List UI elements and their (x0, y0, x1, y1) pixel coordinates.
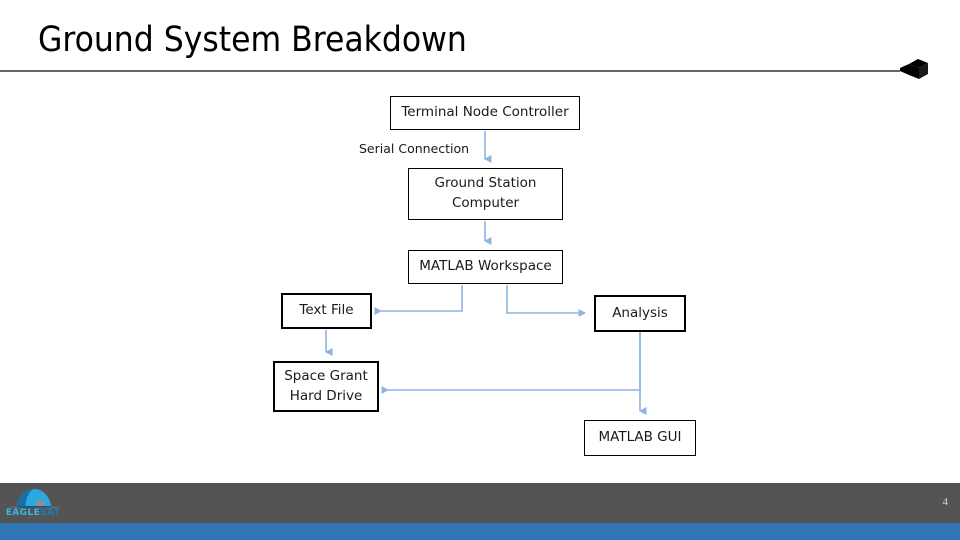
node-matlab-gui[interactable]: MATLAB GUI (584, 420, 696, 456)
node-label: Text File (299, 302, 354, 319)
diagram-connectors (325, 131, 647, 415)
node-label-line2: Hard Drive (289, 387, 363, 404)
node-label-line1: Ground Station (434, 175, 537, 192)
node-label-line2: Computer (451, 195, 520, 211)
node-matlab-workspace[interactable]: MATLAB Workspace (408, 250, 563, 284)
node-label: Terminal Node Controller (401, 104, 569, 121)
node-terminal-node-controller[interactable]: Terminal Node Controller (390, 96, 580, 130)
footer-band (0, 483, 960, 523)
node-label: Analysis (612, 304, 668, 321)
eaglesat-logo-text: EAGLESAT (4, 508, 62, 518)
eaglesat-logo-icon (8, 489, 60, 509)
node-space-grant-hard-drive[interactable]: Space Grant Hard Drive (273, 361, 379, 412)
node-label: MATLAB Workspace (419, 258, 552, 275)
node-analysis[interactable]: Analysis (594, 295, 686, 332)
node-text-file[interactable]: Text File (281, 293, 372, 329)
logo-text-part2: SAT (40, 508, 61, 518)
diagram-nodes-layer: Terminal Node Controller Ground Station … (273, 96, 696, 456)
page-number: 4 (942, 496, 949, 508)
page-title: Ground System Breakdown (38, 20, 467, 60)
cube-icon (900, 59, 928, 79)
edge-label-serial-connection: Serial Connection (359, 141, 470, 156)
connector-mw-to-textfile (374, 285, 463, 315)
logo-text-part1: EAGLE (5, 508, 41, 518)
node-label-line1: Space Grant (284, 367, 368, 384)
connector-mw-to-analysis (506, 285, 586, 317)
title-divider (0, 70, 900, 72)
node-label: MATLAB GUI (598, 429, 682, 446)
footer-accent-bar (0, 523, 960, 540)
node-ground-station-computer[interactable]: Ground Station Computer (408, 168, 563, 220)
